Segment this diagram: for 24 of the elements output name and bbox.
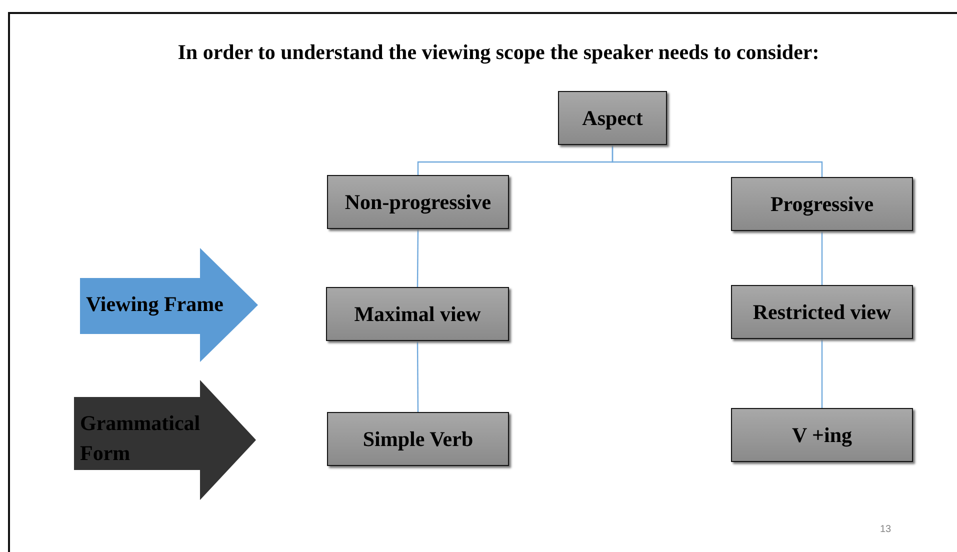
- box-label: Maximal view: [354, 302, 481, 326]
- page-number: 13: [880, 524, 892, 535]
- box-label: Progressive: [770, 192, 874, 216]
- process-box: [326, 287, 509, 341]
- process-box: [558, 91, 667, 145]
- arrow-label: Viewing Frame: [86, 291, 224, 318]
- connector-line: [416, 341, 419, 412]
- process-box: [731, 285, 913, 339]
- block-arrow: [80, 248, 258, 362]
- box-label: Aspect: [582, 106, 643, 130]
- process-box: [327, 175, 509, 229]
- process-box: [327, 412, 509, 466]
- connector-line: [821, 231, 823, 285]
- connector-line: [612, 145, 823, 177]
- box-label: Simple Verb: [362, 426, 474, 452]
- box-label: V +ing: [792, 422, 852, 448]
- title: In order to understand the viewing scope the speaker needs to consider:: [176, 40, 820, 65]
- block-arrow: [74, 380, 256, 500]
- box-label: Restricted view: [752, 300, 892, 324]
- process-box: [731, 177, 913, 231]
- connector-line: [416, 229, 419, 287]
- process-box: [731, 408, 913, 462]
- connector-line: [821, 339, 823, 408]
- box-label: Non-progressive: [344, 190, 492, 214]
